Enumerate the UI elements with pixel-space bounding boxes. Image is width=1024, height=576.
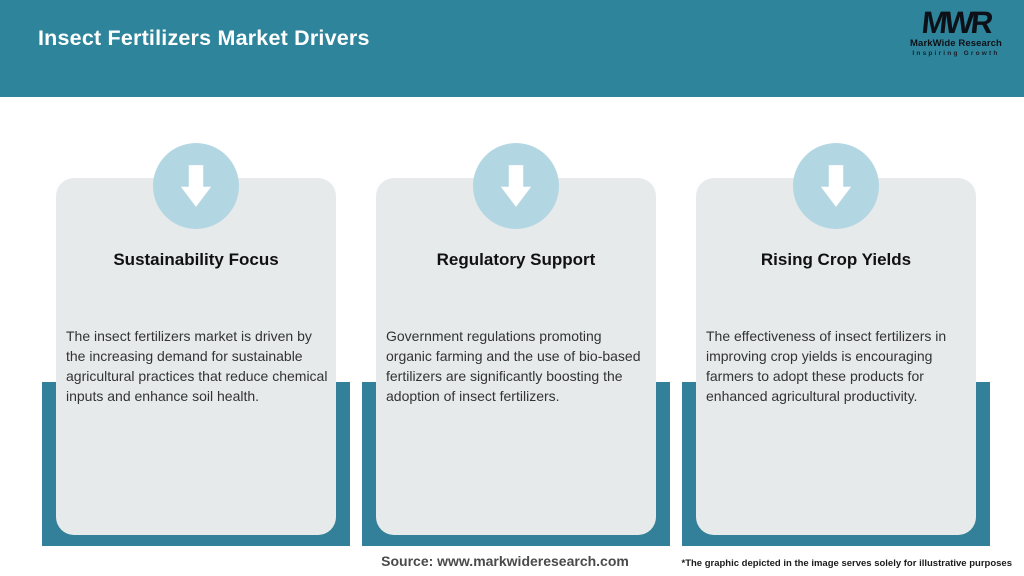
card-body: Government regulations promoting organic…: [386, 328, 641, 404]
disclaimer-text: *The graphic depicted in the image serve…: [681, 558, 1013, 569]
card-badge: [793, 143, 879, 229]
card-body: The insect fertilizers market is driven …: [66, 328, 328, 404]
card-title: Regulatory Support: [436, 250, 596, 269]
card-title: Sustainability Focus: [113, 250, 279, 269]
logo-monogram: MWR: [919, 5, 993, 40]
driver-card-sustainability: Sustainability Focus The insect fertiliz…: [56, 178, 336, 535]
header-bar: Insect Fertilizers Market Drivers MWR Ma…: [0, 0, 1024, 97]
source-text: Source: www.markwideresearch.com: [381, 553, 629, 569]
card-title: Rising Crop Yields: [760, 250, 912, 269]
driver-card-regulatory: Regulatory Support Government regulation…: [376, 178, 656, 535]
markwide-research-logo: MWR MarkWide Research Inspiring Growth: [908, 5, 1004, 58]
down-arrow-icon: [820, 165, 852, 207]
card-body: The effectiveness of insect fertilizers …: [706, 328, 947, 404]
page-title: Insect Fertilizers Market Drivers: [38, 26, 370, 50]
down-arrow-icon: [180, 165, 212, 207]
logo-name: MarkWide Research: [910, 38, 1002, 49]
card-badge: [153, 143, 239, 229]
down-arrow-icon: [500, 165, 532, 207]
logo-tagline: Inspiring Growth: [912, 50, 1000, 57]
card-badge: [473, 143, 559, 229]
driver-card-crop-yields: Rising Crop Yields The effectiveness of …: [696, 178, 976, 535]
